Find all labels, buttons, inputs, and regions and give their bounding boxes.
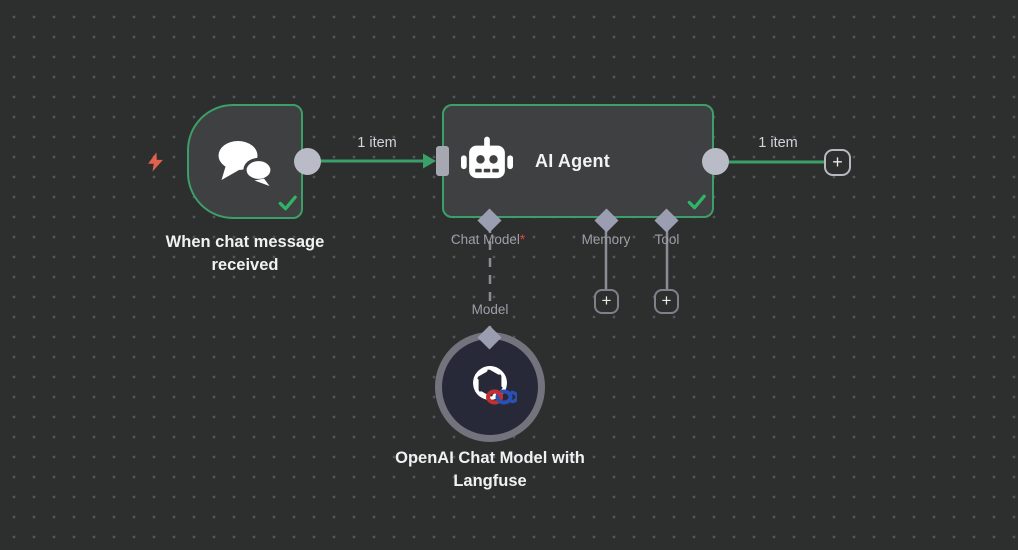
edge-item-count: 1 item	[758, 135, 798, 151]
chat-bubbles-icon	[218, 141, 274, 186]
add-tool-button[interactable]: +	[654, 289, 679, 314]
node-when-chat-message-received[interactable]	[187, 104, 303, 219]
trigger-output-connector[interactable]	[294, 148, 321, 175]
node-openai-chat-model[interactable]	[435, 332, 545, 442]
agent-input-connector[interactable]	[436, 146, 449, 176]
langfuse-knot-icon	[486, 389, 517, 405]
success-check-icon	[278, 195, 297, 211]
tool-port-label: Tool	[654, 232, 680, 247]
chat-model-port-label: Chat Model*	[451, 232, 525, 247]
lightning-bolt-icon	[148, 152, 163, 172]
agent-title: AI Agent	[535, 150, 610, 171]
success-check-icon	[687, 194, 706, 210]
agent-output-connector[interactable]	[702, 148, 729, 175]
plus-icon: +	[601, 291, 612, 310]
required-marker: *	[519, 232, 526, 247]
plus-icon: +	[832, 152, 843, 172]
edge-arrowhead-icon	[423, 153, 436, 169]
edge-item-count: 1 item	[357, 135, 397, 151]
robot-icon	[461, 136, 513, 179]
add-memory-button[interactable]: +	[594, 289, 619, 314]
node-label-trigger: When chat message received	[165, 233, 325, 275]
memory-port-label: Memory	[581, 232, 631, 247]
node-ai-agent[interactable]: AI Agent	[442, 104, 714, 218]
model-edge-label: Model	[467, 301, 513, 318]
plus-icon: +	[661, 291, 672, 310]
node-label-openai-model: OpenAI Chat Model with Langfuse	[395, 449, 585, 491]
add-next-node-button[interactable]: +	[824, 149, 851, 176]
chat-model-label-text: Chat Model	[450, 232, 520, 247]
